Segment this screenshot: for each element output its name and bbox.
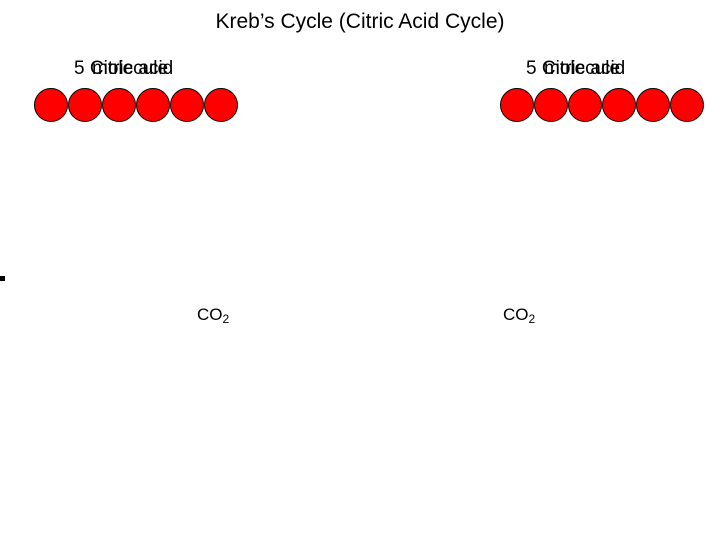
carbon-atom bbox=[34, 88, 68, 122]
carbon-atom bbox=[68, 88, 102, 122]
carbon-atom bbox=[602, 88, 636, 122]
carbon-atom bbox=[500, 88, 534, 122]
molecule-group-right: 5 Citric acid molecule bbox=[498, 55, 704, 122]
co2-subscript-right: 2 bbox=[528, 312, 536, 326]
slide-title: Kreb’s Cycle (Citric Acid Cycle) bbox=[215, 10, 505, 33]
carbon-atom bbox=[568, 88, 602, 122]
atom-row-left bbox=[28, 88, 238, 124]
carbon-atom bbox=[534, 88, 568, 122]
stray-mark-icon bbox=[0, 276, 5, 281]
molecule-group-left: 5 Citric acid molecule bbox=[28, 55, 238, 122]
atom-row-right bbox=[498, 88, 708, 124]
co2-formula-right: CO bbox=[503, 305, 529, 324]
molecule-label-left: 5 Citric acid molecule bbox=[28, 55, 228, 85]
co2-subscript-left: 2 bbox=[222, 312, 230, 326]
carbon-atom bbox=[670, 88, 704, 122]
co2-label-left: CO2 bbox=[197, 305, 229, 326]
carbon-atom bbox=[170, 88, 204, 122]
molecule-label-right-run-2: molecule bbox=[544, 58, 621, 79]
co2-label-right: CO2 bbox=[503, 305, 535, 326]
carbon-atom bbox=[636, 88, 670, 122]
molecule-label-left-run-2: molecule bbox=[92, 58, 169, 79]
molecule-label-right-run-1: 5 Citric acid bbox=[526, 58, 626, 79]
co2-formula-left: CO bbox=[197, 305, 223, 324]
carbon-atom bbox=[136, 88, 170, 122]
carbon-atom bbox=[204, 88, 238, 122]
carbon-atom bbox=[102, 88, 136, 122]
molecule-label-right: 5 Citric acid molecule bbox=[498, 55, 698, 85]
molecule-label-left-run-1: 5 Citric acid bbox=[74, 58, 174, 79]
